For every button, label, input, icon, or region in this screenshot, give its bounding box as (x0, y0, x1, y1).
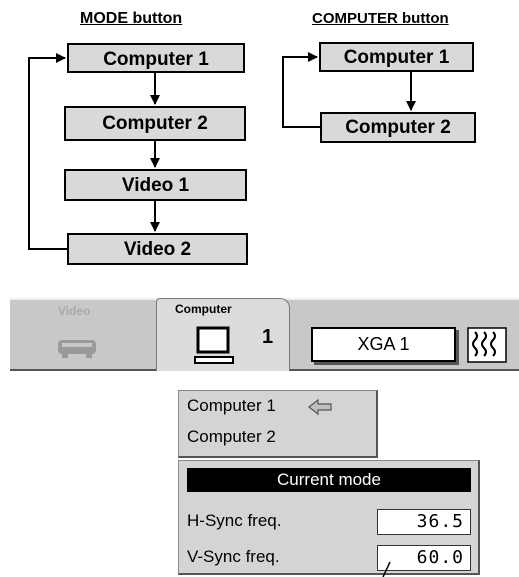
v-sync-label: V-Sync freq. (187, 547, 280, 566)
back-arrow-icon (308, 398, 332, 416)
arrow-computer-loop (282, 52, 320, 128)
arrow-mode-loop (28, 53, 67, 250)
current-mode-panel: Current mode H-Sync freq. 36.5 V-Sync fr… (178, 460, 480, 575)
h-sync-label: H-Sync freq. (187, 511, 282, 530)
tab-video[interactable]: Video (18, 302, 150, 368)
v-sync-value: 60.0 (377, 545, 471, 571)
tab-computer-label: Computer (175, 302, 232, 316)
menu-item-computer-1[interactable]: Computer 1 (187, 396, 276, 415)
port-number: 1 (262, 326, 274, 348)
mode-box-video-2: Video 2 (67, 233, 248, 265)
computer-monitor-icon (194, 326, 234, 364)
source-menu: Computer 1 Computer 2 (178, 390, 378, 458)
scroll-wave-icon[interactable] (467, 327, 517, 363)
mode-box-computer-2: Computer 2 (64, 106, 246, 141)
current-mode-header: Current mode (187, 468, 471, 492)
tab-computer[interactable]: Computer (156, 298, 290, 371)
flow-arrows (28, 52, 416, 250)
h-sync-value: 36.5 (377, 509, 471, 535)
mode-box-video-1: Video 1 (64, 169, 247, 201)
computer-box-computer-2: Computer 2 (320, 112, 476, 143)
video-player-icon (58, 340, 96, 358)
mode-box-computer-1: Computer 1 (67, 43, 245, 73)
mode-field[interactable]: XGA 1 (311, 327, 456, 362)
computer-box-computer-1: Computer 1 (319, 42, 474, 72)
mode-button-title: MODE button (80, 10, 183, 27)
computer-button-title: COMPUTER button (312, 10, 449, 27)
pointer-line (382, 561, 391, 577)
tab-video-label: Video (58, 304, 91, 318)
menu-item-computer-2[interactable]: Computer 2 (187, 427, 276, 446)
